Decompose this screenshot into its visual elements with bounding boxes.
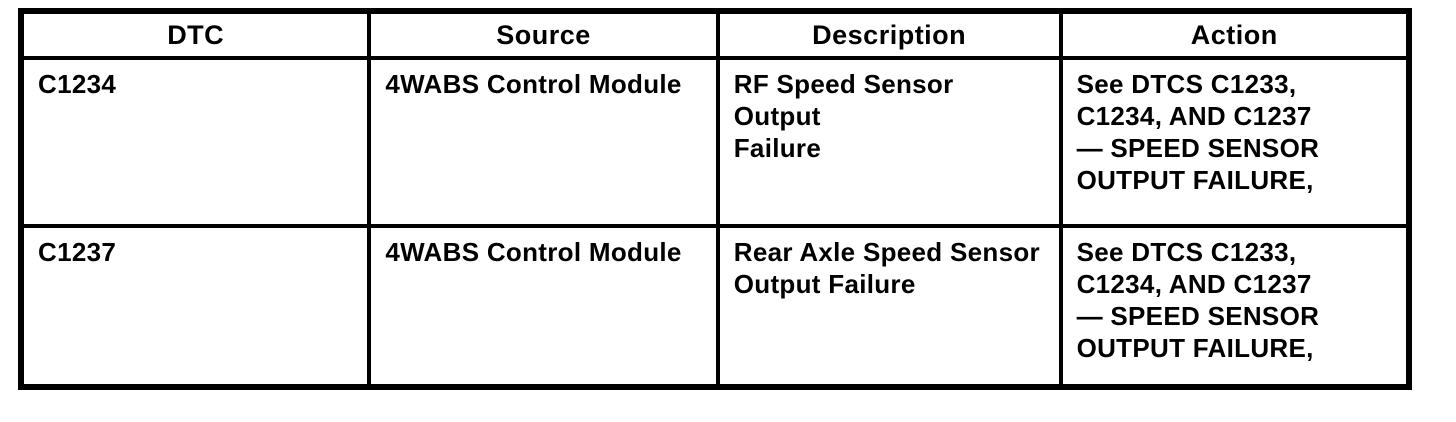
cell-action: See DTCS C1233, C1234, AND C1237 — SPEED… <box>1058 56 1412 228</box>
cell-source: 4WABS Control Module <box>367 56 720 228</box>
table-row: C1237 4WABS Control Module Rear Axle Spe… <box>18 224 1412 389</box>
table-row: C1234 4WABS Control Module RF Speed Sens… <box>18 56 1412 228</box>
column-header-source: Source <box>367 9 720 60</box>
cell-dtc: C1237 <box>18 224 372 389</box>
column-header-dtc: DTC <box>18 9 372 60</box>
dtc-table: DTC Source Description Action C1234 4WAB… <box>18 8 1412 390</box>
cell-source: 4WABS Control Module <box>367 224 720 389</box>
cell-dtc: C1234 <box>18 56 372 228</box>
table-header-row: DTC Source Description Action <box>18 9 1412 60</box>
cell-description: RF Speed Sensor Output Failure <box>715 56 1063 228</box>
cell-description: Rear Axle Speed Sensor Output Failure <box>715 224 1063 389</box>
column-header-action: Action <box>1058 9 1412 60</box>
column-header-description: Description <box>715 9 1063 60</box>
cell-action: See DTCS C1233, C1234, AND C1237 — SPEED… <box>1058 224 1412 389</box>
